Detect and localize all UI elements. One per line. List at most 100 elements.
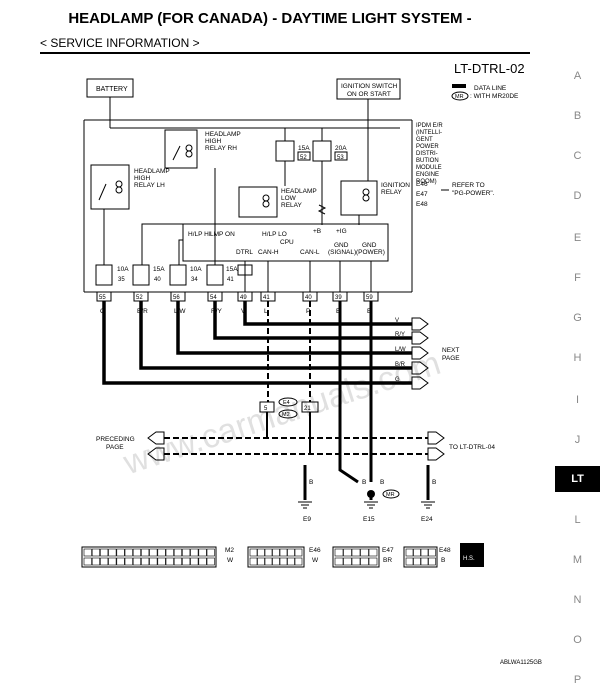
pin bbox=[182, 548, 191, 557]
relay-ign-l1: IGNITION bbox=[381, 182, 410, 189]
section-tab-n[interactable]: N bbox=[573, 594, 582, 606]
pin bbox=[264, 557, 273, 566]
pin bbox=[141, 548, 150, 557]
pin bbox=[287, 557, 295, 566]
hs-icon bbox=[460, 543, 484, 567]
harness-wire bbox=[102, 301, 412, 385]
relay-rh-l3: RELAY RH bbox=[205, 145, 237, 152]
section-tab-f[interactable]: F bbox=[574, 272, 581, 284]
section-tab-e[interactable]: E bbox=[573, 232, 582, 244]
pin bbox=[334, 548, 344, 557]
fuse-row bbox=[95, 264, 253, 286]
terminal-box bbox=[260, 291, 276, 302]
pin bbox=[206, 548, 215, 557]
ipdm-line: DISTRI- bbox=[416, 151, 438, 157]
footer-code: ABLWA1125GB bbox=[500, 660, 542, 666]
ipdm-line: (INTELLI- bbox=[416, 130, 442, 136]
pin bbox=[264, 548, 273, 557]
pin bbox=[343, 548, 352, 557]
terminal-number: 49 bbox=[240, 295, 247, 301]
section-tab-p[interactable]: P bbox=[573, 674, 582, 686]
ipdm-box bbox=[83, 119, 413, 293]
section-tab-b[interactable]: B bbox=[573, 110, 582, 122]
terminal-box bbox=[237, 291, 253, 302]
refer-page-label: "PG-POWER". bbox=[452, 190, 495, 197]
harness-lines: VR/YL/WB/RG bbox=[102, 301, 429, 484]
terminal-box bbox=[332, 291, 348, 302]
pin bbox=[100, 557, 109, 566]
section-tab-o[interactable]: O bbox=[573, 634, 582, 646]
pin bbox=[116, 548, 125, 557]
next-wire-color: B/R bbox=[395, 362, 406, 368]
pin bbox=[116, 557, 125, 566]
terminal-number: 52 bbox=[136, 295, 143, 301]
pin bbox=[360, 548, 369, 557]
terminal-box bbox=[96, 291, 112, 302]
wire-color: G bbox=[100, 308, 105, 315]
preceding-l2: PAGE bbox=[106, 444, 124, 451]
relay-lh-l1: HEADLAMP bbox=[134, 168, 170, 175]
terminal-number: 54 bbox=[210, 295, 217, 301]
conn-e46-tag: E46 bbox=[416, 181, 428, 188]
pin bbox=[141, 557, 150, 566]
pin bbox=[272, 548, 280, 557]
connector-e46-face bbox=[247, 546, 305, 568]
fuse-40-num: 40 bbox=[154, 277, 161, 283]
pin bbox=[249, 548, 258, 557]
pin bbox=[157, 548, 166, 557]
cpu-can-h: CAN-H bbox=[258, 249, 279, 256]
fuse-40-amp: 15A bbox=[153, 266, 165, 273]
pin bbox=[405, 557, 414, 566]
section-tab-l[interactable]: L bbox=[574, 514, 581, 526]
cpu-box bbox=[182, 223, 389, 262]
next-page-arrow bbox=[411, 346, 429, 360]
cpu-power: (POWER) bbox=[356, 249, 385, 256]
section-tab-m[interactable]: M bbox=[572, 554, 583, 566]
ipdm-line: POWER bbox=[416, 144, 439, 150]
pin bbox=[132, 548, 141, 557]
pin bbox=[198, 548, 207, 557]
watermark: www.carmanuals.com bbox=[118, 344, 445, 483]
section-breadcrumb[interactable]: < SERVICE INFORMATION > bbox=[40, 36, 200, 50]
fuse-34-num: 34 bbox=[191, 277, 198, 283]
next-page-l1: NEXT bbox=[442, 347, 459, 354]
hs-label: H.S. bbox=[463, 556, 475, 562]
pin bbox=[405, 548, 414, 557]
section-tab-c[interactable]: C bbox=[573, 150, 582, 162]
next-wire-color: V bbox=[395, 318, 399, 324]
wire-color: V bbox=[241, 308, 246, 315]
conn-e46-color: W bbox=[312, 557, 319, 564]
pin bbox=[360, 557, 369, 566]
section-tab-h[interactable]: H bbox=[573, 352, 582, 364]
section-tab-lt[interactable]: LT bbox=[555, 466, 600, 492]
pin bbox=[149, 557, 158, 566]
ipdm-label: IPDM E/R(INTELLI-GENTPOWERDISTRI-BUTIONM… bbox=[416, 123, 443, 185]
battery-label: BATTERY bbox=[96, 86, 128, 93]
pin bbox=[190, 557, 199, 566]
terminal-number: 59 bbox=[366, 295, 373, 301]
harness-wire bbox=[243, 301, 412, 326]
relay-rh-l1: HEADLAMP bbox=[205, 131, 241, 138]
connector-e47-face bbox=[332, 546, 380, 568]
pin bbox=[287, 548, 295, 557]
next-page-arrow bbox=[411, 317, 429, 331]
pin bbox=[368, 557, 378, 566]
harness-wire bbox=[139, 301, 412, 370]
pin bbox=[351, 548, 361, 557]
section-tab-a[interactable]: A bbox=[573, 70, 582, 82]
terminal-number: 55 bbox=[99, 295, 106, 301]
wire-color: L bbox=[264, 308, 268, 315]
section-tab-d[interactable]: D bbox=[573, 190, 582, 202]
terminal-number: 40 bbox=[305, 295, 312, 301]
section-tab-g[interactable]: G bbox=[573, 312, 582, 324]
pin bbox=[132, 557, 141, 566]
section-tab-i[interactable]: I bbox=[575, 394, 580, 406]
wire-color: R/Y bbox=[211, 308, 223, 315]
pin bbox=[198, 557, 207, 566]
pin bbox=[206, 557, 215, 566]
next-wire-color: G bbox=[395, 377, 400, 383]
section-tab-j[interactable]: J bbox=[574, 434, 581, 446]
terminal-number: 56 bbox=[173, 295, 180, 301]
pin bbox=[108, 548, 117, 557]
